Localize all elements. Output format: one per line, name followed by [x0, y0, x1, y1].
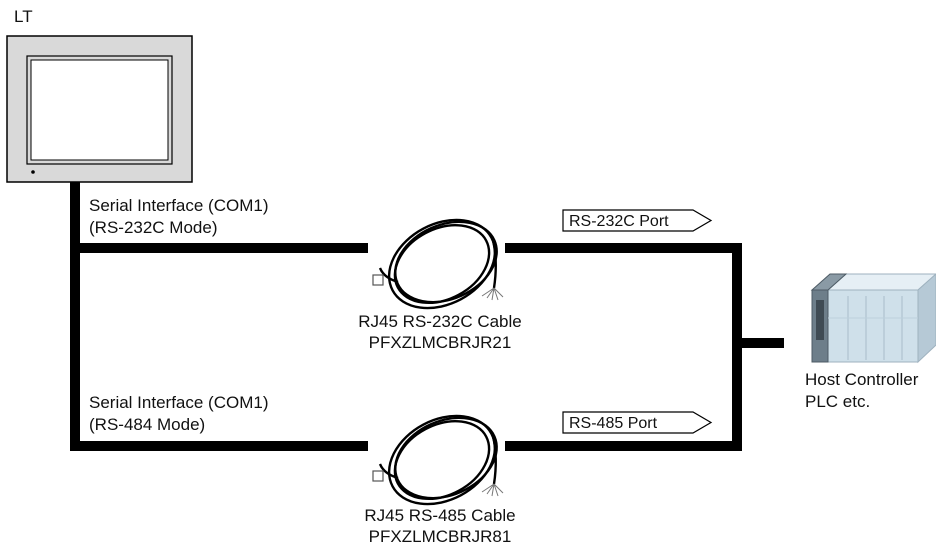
- host-bus-stub: [732, 338, 784, 348]
- interface-rs485-line1: Serial Interface (COM1): [89, 393, 269, 412]
- rs485-port-tag: RS-485 Port: [562, 411, 713, 434]
- interface-rs232c-line2: (RS-232C Mode): [89, 218, 218, 237]
- rs485-cable-part: PFXZLMCBRJR81: [368, 527, 512, 546]
- rs485-port-label: RS-485 Port: [569, 415, 658, 432]
- wiring: [70, 182, 784, 451]
- rs232c-cable-icon: [372, 218, 504, 310]
- host-controller-label: Host Controller: [805, 370, 919, 389]
- lt-device: [6, 35, 193, 183]
- rs232c-port-tag: RS-232C Port: [562, 209, 713, 232]
- rs232c-cable-name: RJ45 RS-232C Cable: [358, 312, 522, 331]
- rs485-cable-name: RJ45 RS-485 Cable: [364, 506, 516, 525]
- interface-rs485-line2: (RS-484 Mode): [89, 415, 206, 434]
- rs232c-line-right: [505, 243, 742, 253]
- plc-icon: [810, 273, 936, 364]
- rs232c-port-label: RS-232C Port: [569, 213, 669, 230]
- device-label: LT: [14, 7, 33, 26]
- rj45-plug-icon: [372, 274, 384, 286]
- rj45-plug-icon: [372, 470, 384, 482]
- host-plc-label: PLC etc.: [805, 392, 871, 411]
- rs485-line-right: [505, 441, 742, 451]
- rs232c-cable-part: PFXZLMCBRJR21: [368, 333, 512, 352]
- rs485-line-left: [70, 441, 368, 451]
- interface-rs232c-line1: Serial Interface (COM1): [89, 196, 269, 215]
- power-led-icon: [31, 170, 35, 174]
- rs232c-line-left: [70, 243, 368, 253]
- rs485-cable-icon: [372, 414, 504, 506]
